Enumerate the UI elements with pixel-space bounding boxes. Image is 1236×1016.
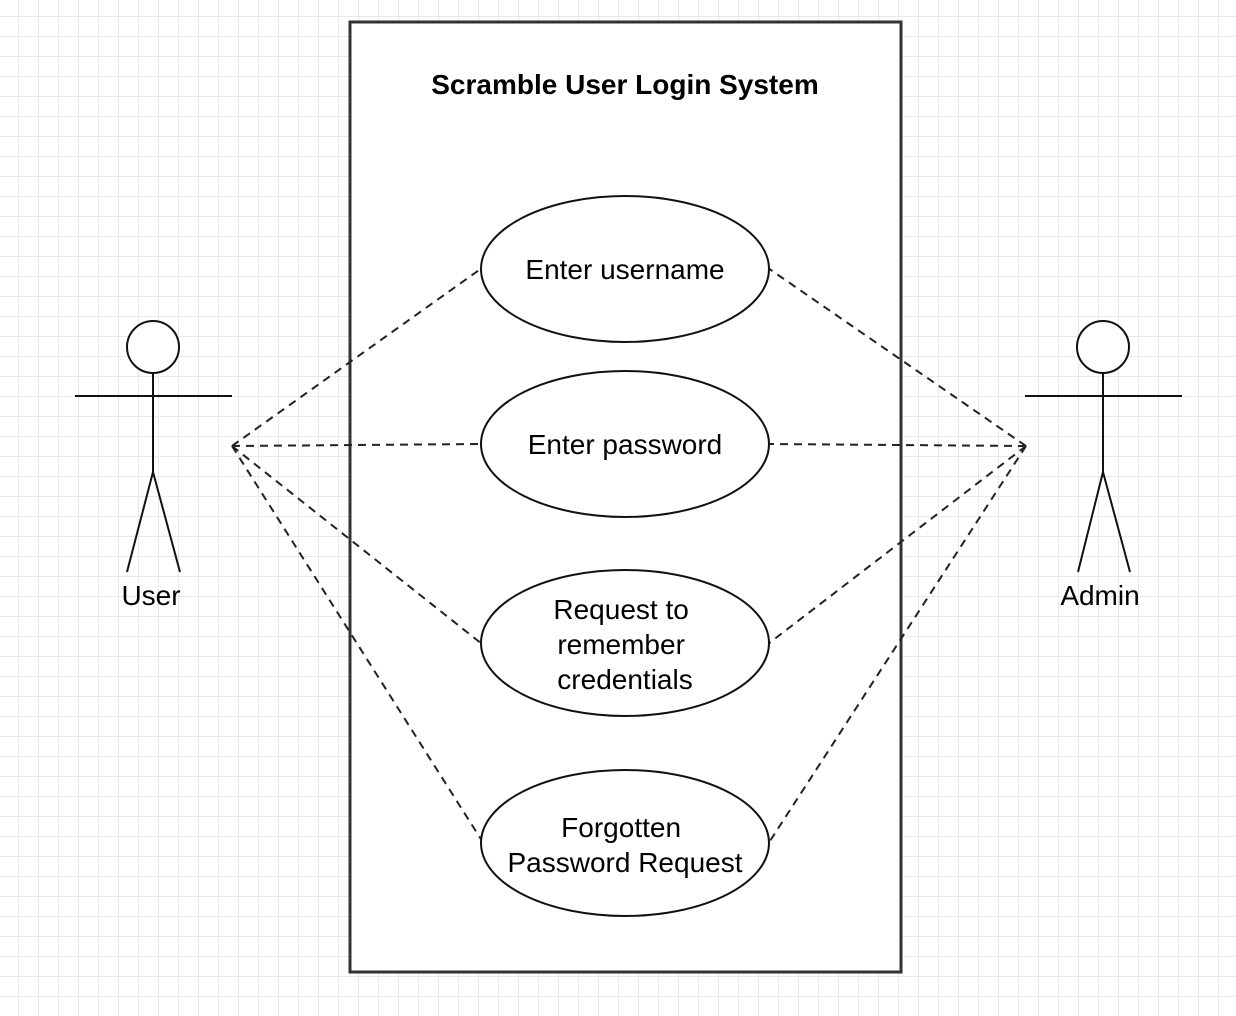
use-case-label-line: remember: [557, 629, 685, 660]
actor-head-icon: [1076, 320, 1130, 374]
svg-text:Enter password: Enter password: [528, 429, 723, 460]
svg-text:Request to remember: Request to remember credentials: [553, 594, 696, 695]
use-case-label-line: credentials: [557, 664, 692, 695]
connector-admin-forgotten-password[interactable]: [767, 445, 1027, 845]
actor-left-leg: [126, 471, 154, 573]
use-case-enter-password[interactable]: Enter password: [480, 370, 770, 518]
actor-right-leg: [1102, 471, 1131, 573]
use-case-remember-credentials[interactable]: Request to remember credentials: [480, 569, 770, 717]
svg-text:Forgotten Password Reque: Forgotten Password Request: [507, 812, 742, 878]
use-case-label-line: Request to: [553, 594, 688, 625]
admin-connectors: [767, 267, 1027, 845]
use-case-label-line: Password Request: [507, 847, 742, 878]
user-connectors: [231, 267, 485, 845]
actor-head-icon: [126, 320, 180, 374]
actor-admin[interactable]: [1025, 320, 1182, 573]
use-case-enter-username[interactable]: Enter username: [480, 195, 770, 343]
use-case-label: Enter username: [525, 254, 724, 285]
connector-user-forgotten-password[interactable]: [231, 445, 485, 845]
actor-label-user: User: [121, 580, 180, 611]
connector-user-enter-username[interactable]: [231, 267, 483, 447]
svg-text:Enter username: Enter username: [525, 254, 724, 285]
use-case-label-line: Forgotten: [561, 812, 681, 843]
actor-user[interactable]: [75, 320, 232, 573]
system-title: Scramble User Login System: [431, 69, 818, 100]
use-case-forgotten-password[interactable]: Forgotten Password Request: [480, 769, 770, 917]
connector-admin-enter-password[interactable]: [767, 443, 1027, 447]
connector-user-remember-credentials[interactable]: [231, 445, 483, 645]
actor-label-admin: Admin: [1060, 580, 1139, 611]
connector-admin-remember-credentials[interactable]: [767, 445, 1027, 645]
use-case-label: Enter password: [528, 429, 723, 460]
actor-left-leg: [1077, 471, 1104, 573]
connector-admin-enter-username[interactable]: [767, 267, 1027, 447]
actor-right-leg: [152, 471, 181, 573]
